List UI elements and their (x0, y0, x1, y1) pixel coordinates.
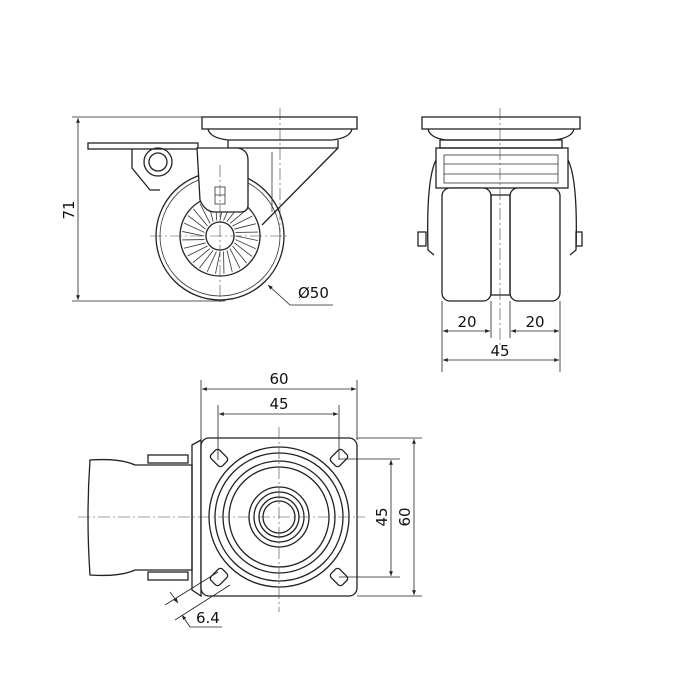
height-dim-label: 71 (60, 200, 78, 219)
spoke (235, 239, 256, 250)
top-plate (421, 116, 581, 130)
spoke (182, 231, 205, 237)
hole-spacing-y-label: 45 (373, 507, 391, 526)
plate-width-label: 60 (269, 370, 288, 388)
spoke (229, 248, 241, 269)
spoke (206, 251, 217, 272)
spoke (235, 235, 258, 241)
spoke (199, 250, 214, 269)
swivel-ring (227, 140, 339, 149)
fork-leg-left (427, 159, 437, 256)
axle-nut-right (575, 231, 583, 247)
front-view: 20 20 45 (417, 108, 583, 372)
wheel-left (441, 187, 492, 302)
spoke (192, 248, 211, 263)
spoke (183, 242, 206, 249)
spoke (232, 215, 253, 227)
spoke (193, 208, 208, 227)
spoke (232, 245, 247, 264)
brake-top (147, 454, 189, 464)
fork-body (196, 147, 249, 213)
fork-leg-right (567, 159, 577, 256)
spoke (199, 203, 211, 224)
spoke (215, 251, 221, 274)
top-view: 60 45 60 45 6.4 (78, 370, 422, 628)
brake-pedal (87, 142, 199, 150)
brake-lever (131, 149, 160, 191)
top-plate (201, 116, 358, 130)
wheel-spacer (490, 194, 511, 296)
mounting-holes (209, 448, 349, 587)
wheel-right (509, 187, 561, 302)
overall-width-label: 45 (490, 342, 509, 360)
spoke (234, 242, 253, 257)
wheel-outline (87, 458, 193, 577)
diameter-leader (267, 284, 333, 306)
fork-leg (261, 147, 339, 226)
right-wheel-width-label: 20 (525, 313, 544, 331)
spoke (187, 215, 206, 230)
side-view: 71 Ø50 (60, 108, 358, 306)
spoke (226, 250, 233, 273)
brake-bottom (147, 571, 189, 581)
spoke (184, 222, 205, 233)
axle-nut-left (417, 231, 427, 247)
wheel-diameter-label: Ø50 (298, 284, 329, 302)
hole-spacing-x-label: 45 (269, 395, 288, 413)
hole-diameter-label: 6.4 (196, 609, 220, 627)
fork-top (435, 147, 569, 189)
fork-edge (191, 438, 202, 598)
spoke (187, 245, 208, 257)
left-wheel-width-label: 20 (457, 313, 476, 331)
brake-pivot (148, 152, 168, 172)
plate-height-label: 60 (396, 507, 414, 526)
spoke (234, 223, 257, 230)
